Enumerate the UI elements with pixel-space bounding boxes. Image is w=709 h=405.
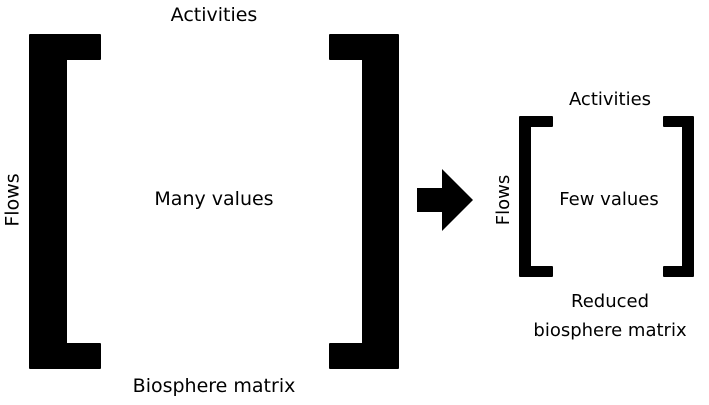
right-matrix-left-bracket [519,116,553,277]
left-matrix-side-label: Flows [1,173,24,227]
right-matrix-side-label: Flows [493,174,514,226]
right-matrix-right-bracket [663,116,694,277]
right-matrix-center-label: Few values [559,189,659,210]
left-matrix-right-bracket [329,34,399,369]
right-matrix-top-label: Activities [568,89,652,110]
right-matrix-bottom-label-line1: Reduced [570,291,650,312]
left-matrix-left-bracket [29,34,101,369]
right-arrow-icon [417,169,473,231]
left-matrix-top-label: Activities [170,4,258,26]
left-matrix-center-label: Many values [154,188,274,210]
right-matrix-bottom-label-line2: biosphere matrix [533,320,687,341]
left-matrix-bottom-label: Biosphere matrix [132,375,296,397]
